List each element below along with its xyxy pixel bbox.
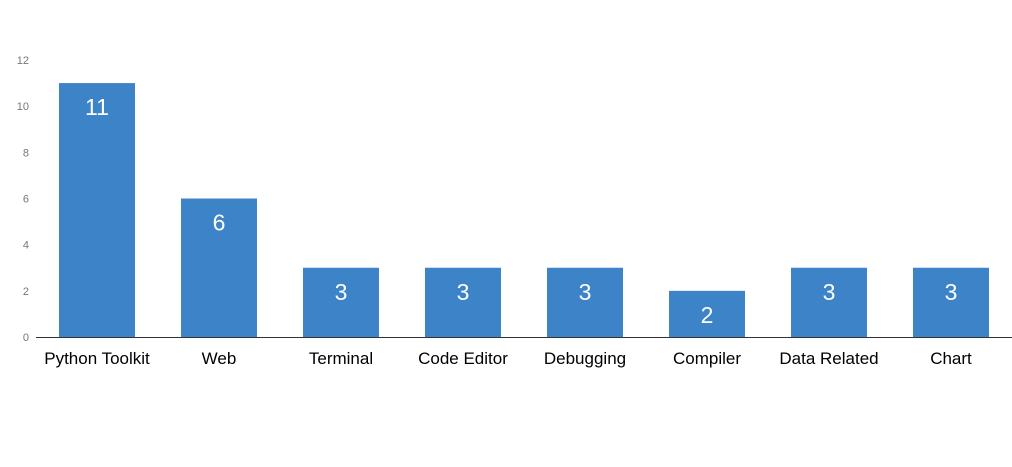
bar <box>791 267 867 337</box>
bar <box>303 267 379 337</box>
y-tick-label: 4 <box>23 240 29 252</box>
category-label: Python Toolkit <box>44 349 150 368</box>
y-tick-label: 2 <box>23 286 29 298</box>
y-tick-label: 8 <box>23 147 29 159</box>
category-label: Debugging <box>544 349 626 368</box>
category-label: Compiler <box>673 349 741 368</box>
bar-value-label: 11 <box>85 94 109 120</box>
y-tick-label: 10 <box>17 101 29 113</box>
data-labels: 11 6 3 3 3 2 3 3 <box>85 94 957 328</box>
bar-value-label: 2 <box>701 302 714 328</box>
y-tick-label: 0 <box>23 332 29 344</box>
y-axis-ticks: 0 2 4 6 8 10 12 <box>17 55 29 344</box>
bar <box>425 267 501 337</box>
bar <box>181 198 257 337</box>
bar-value-label: 3 <box>579 279 592 305</box>
bar <box>59 83 135 337</box>
bars <box>59 83 989 337</box>
category-label: Terminal <box>309 349 373 368</box>
category-labels: Python Toolkit Web Terminal Code Editor Debu… <box>44 349 972 368</box>
bar <box>547 267 623 337</box>
bar <box>669 290 745 337</box>
bar <box>913 267 989 337</box>
bar-value-label: 3 <box>457 279 470 305</box>
bar-value-label: 6 <box>213 210 226 236</box>
category-label: Data Related <box>779 349 878 368</box>
category-label: Web <box>202 349 237 368</box>
category-label: Chart <box>930 349 972 368</box>
bar-value-label: 3 <box>823 279 836 305</box>
bar-value-label: 3 <box>335 279 348 305</box>
category-label: Code Editor <box>418 349 508 368</box>
y-tick-label: 6 <box>23 194 29 206</box>
bar-value-label: 3 <box>945 279 958 305</box>
y-tick-label: 12 <box>17 55 29 67</box>
